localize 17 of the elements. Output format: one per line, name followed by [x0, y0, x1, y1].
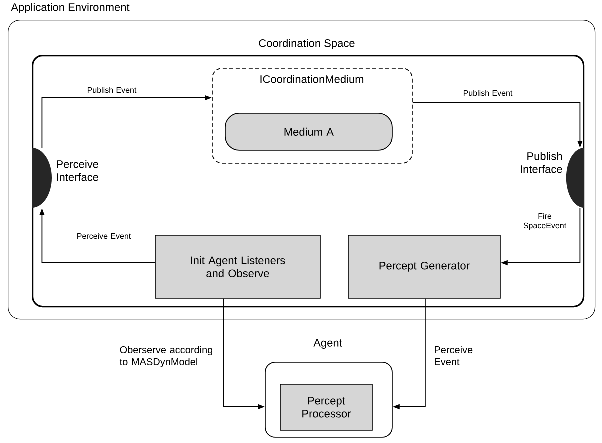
node-label: Coordination Space: [259, 39, 355, 50]
edge-label: Publish Event: [464, 90, 513, 96]
process-box: Percept Processor: [280, 384, 373, 431]
process-box: Init Agent Listeners and Observe: [155, 235, 321, 299]
edge-label: Oberserve according to MASDynModel: [120, 346, 213, 368]
interface-port: Perceive Interface: [32, 148, 99, 208]
process-box: Medium A: [225, 113, 393, 151]
node-label: Perceive Interface: [57, 160, 99, 182]
edge-label: Fire SpaceEvent: [524, 213, 566, 230]
node-label: Publish Interface: [521, 152, 562, 174]
interface-port: Publish Interface: [521, 148, 584, 208]
node-label: Application Environment: [11, 3, 130, 14]
edge-label: Publish Event: [88, 87, 137, 94]
edge-label: Perceive Event: [435, 346, 473, 366]
process-box: Percept Generator: [348, 235, 501, 299]
node-label: Agent: [314, 339, 342, 350]
edge-label: Perceive Event: [78, 233, 132, 240]
